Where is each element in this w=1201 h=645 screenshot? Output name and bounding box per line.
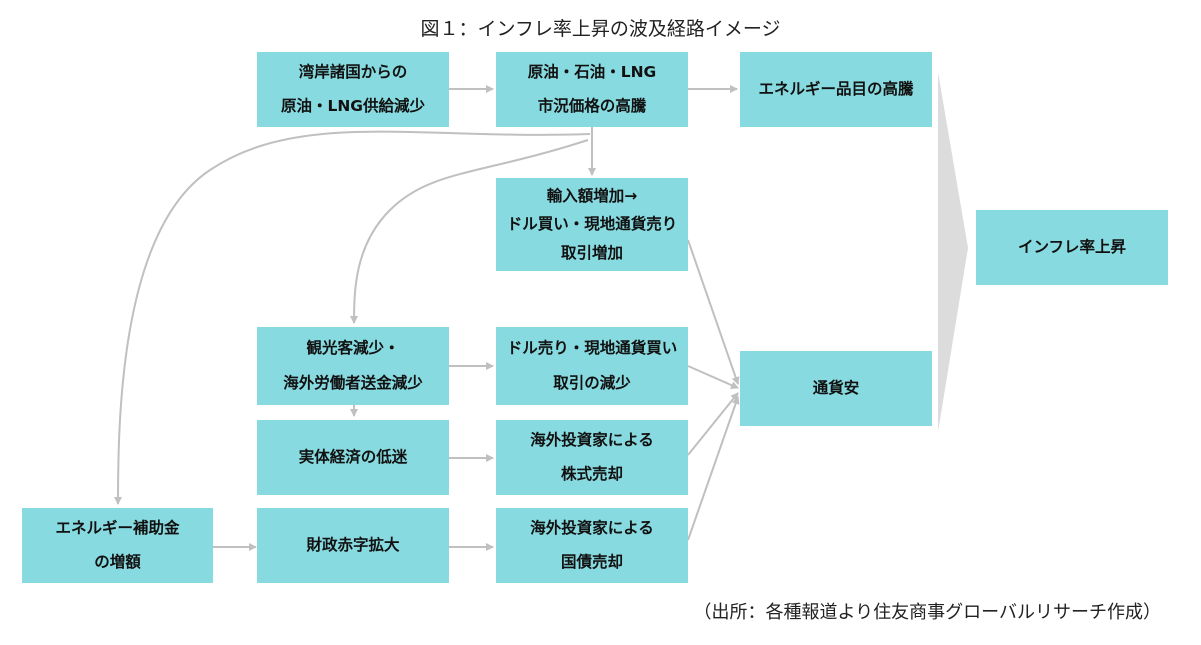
node-economy-slump-line-1: 実体経済の低迷 bbox=[298, 448, 408, 467]
node-tourism-remit-line-1: 観光客減少・ bbox=[306, 339, 400, 358]
arrow-stock-to-currency bbox=[687, 392, 739, 456]
node-import-increase-line-2: ドル買い・現地通貨売り bbox=[506, 215, 678, 234]
node-inflation: インフレ率上昇 bbox=[976, 210, 1168, 285]
node-economy-slump: 実体経済の低迷 bbox=[257, 420, 449, 495]
node-subsidy-line-2: の増額 bbox=[94, 552, 141, 571]
node-currency-weak: 通貨安 bbox=[740, 351, 932, 426]
node-import-increase-line-1: 輸入額増加→ bbox=[546, 186, 638, 205]
node-fiscal-deficit-line-1: 財政赤字拡大 bbox=[306, 536, 400, 555]
node-stock-sell: 海外投資家による 株式売却 bbox=[496, 420, 688, 495]
arrow-price-to-subsidy bbox=[114, 130, 591, 505]
node-dollar-sell-line-1: ドル売り・現地通貨買い bbox=[506, 339, 678, 358]
node-bond-sell-line-1: 海外投資家による bbox=[530, 519, 654, 538]
node-subsidy-line-1: エネルギー補助金 bbox=[55, 519, 180, 538]
node-market-price-line-1: 原油・石油・LNG bbox=[527, 63, 657, 82]
node-tourism-remit-line-2: 海外労働者送金減少 bbox=[283, 374, 423, 393]
arrow-bond-to-currency bbox=[687, 396, 740, 541]
node-currency-weak-line-1: 通貨安 bbox=[812, 379, 860, 398]
node-market-price-line-2: 市況価格の高騰 bbox=[537, 96, 647, 115]
node-gulf-supply-line-1: 湾岸諸国からの bbox=[298, 63, 408, 82]
node-inflation-line-1: インフレ率上昇 bbox=[1017, 238, 1127, 257]
node-tourism-remit: 観光客減少・ 海外労働者送金減少 bbox=[257, 327, 449, 405]
node-bond-sell: 海外投資家による 国債売却 bbox=[496, 508, 688, 583]
node-gulf-supply-line-2: 原油・LNG供給減少 bbox=[280, 96, 426, 115]
node-bond-sell-line-2: 国債売却 bbox=[560, 552, 623, 571]
node-stock-sell-line-2: 株式売却 bbox=[560, 464, 623, 483]
arrow-import-to-currency bbox=[687, 239, 740, 385]
inflation-wedge bbox=[938, 72, 968, 432]
node-subsidy: エネルギー補助金 の増額 bbox=[22, 508, 213, 583]
node-energy-items-line-1: エネルギー品目の高騰 bbox=[758, 80, 914, 99]
node-energy-items: エネルギー品目の高騰 bbox=[740, 52, 932, 127]
arrow-dollar-to-currency bbox=[687, 365, 739, 389]
node-gulf-supply: 湾岸諸国からの 原油・LNG供給減少 bbox=[257, 52, 449, 127]
node-dollar-sell: ドル売り・現地通貨買い 取引の減少 bbox=[496, 327, 688, 405]
node-stock-sell-line-1: 海外投資家による bbox=[530, 431, 654, 450]
node-import-increase-line-3: 取引増加 bbox=[560, 243, 623, 262]
node-fiscal-deficit: 財政赤字拡大 bbox=[257, 508, 449, 583]
diagram-title: 図１：インフレ率上昇の波及経路イメージ bbox=[420, 18, 781, 40]
source-note: （出所：各種報道より住友商事グローバルリサーチ作成） bbox=[693, 602, 1161, 623]
arrow-price-to-tourism bbox=[350, 139, 589, 324]
node-dollar-sell-line-2: 取引の減少 bbox=[553, 374, 631, 393]
node-market-price: 原油・石油・LNG 市況価格の高騰 bbox=[496, 52, 688, 127]
node-import-increase: 輸入額増加→ ドル買い・現地通貨売り 取引増加 bbox=[496, 178, 688, 271]
